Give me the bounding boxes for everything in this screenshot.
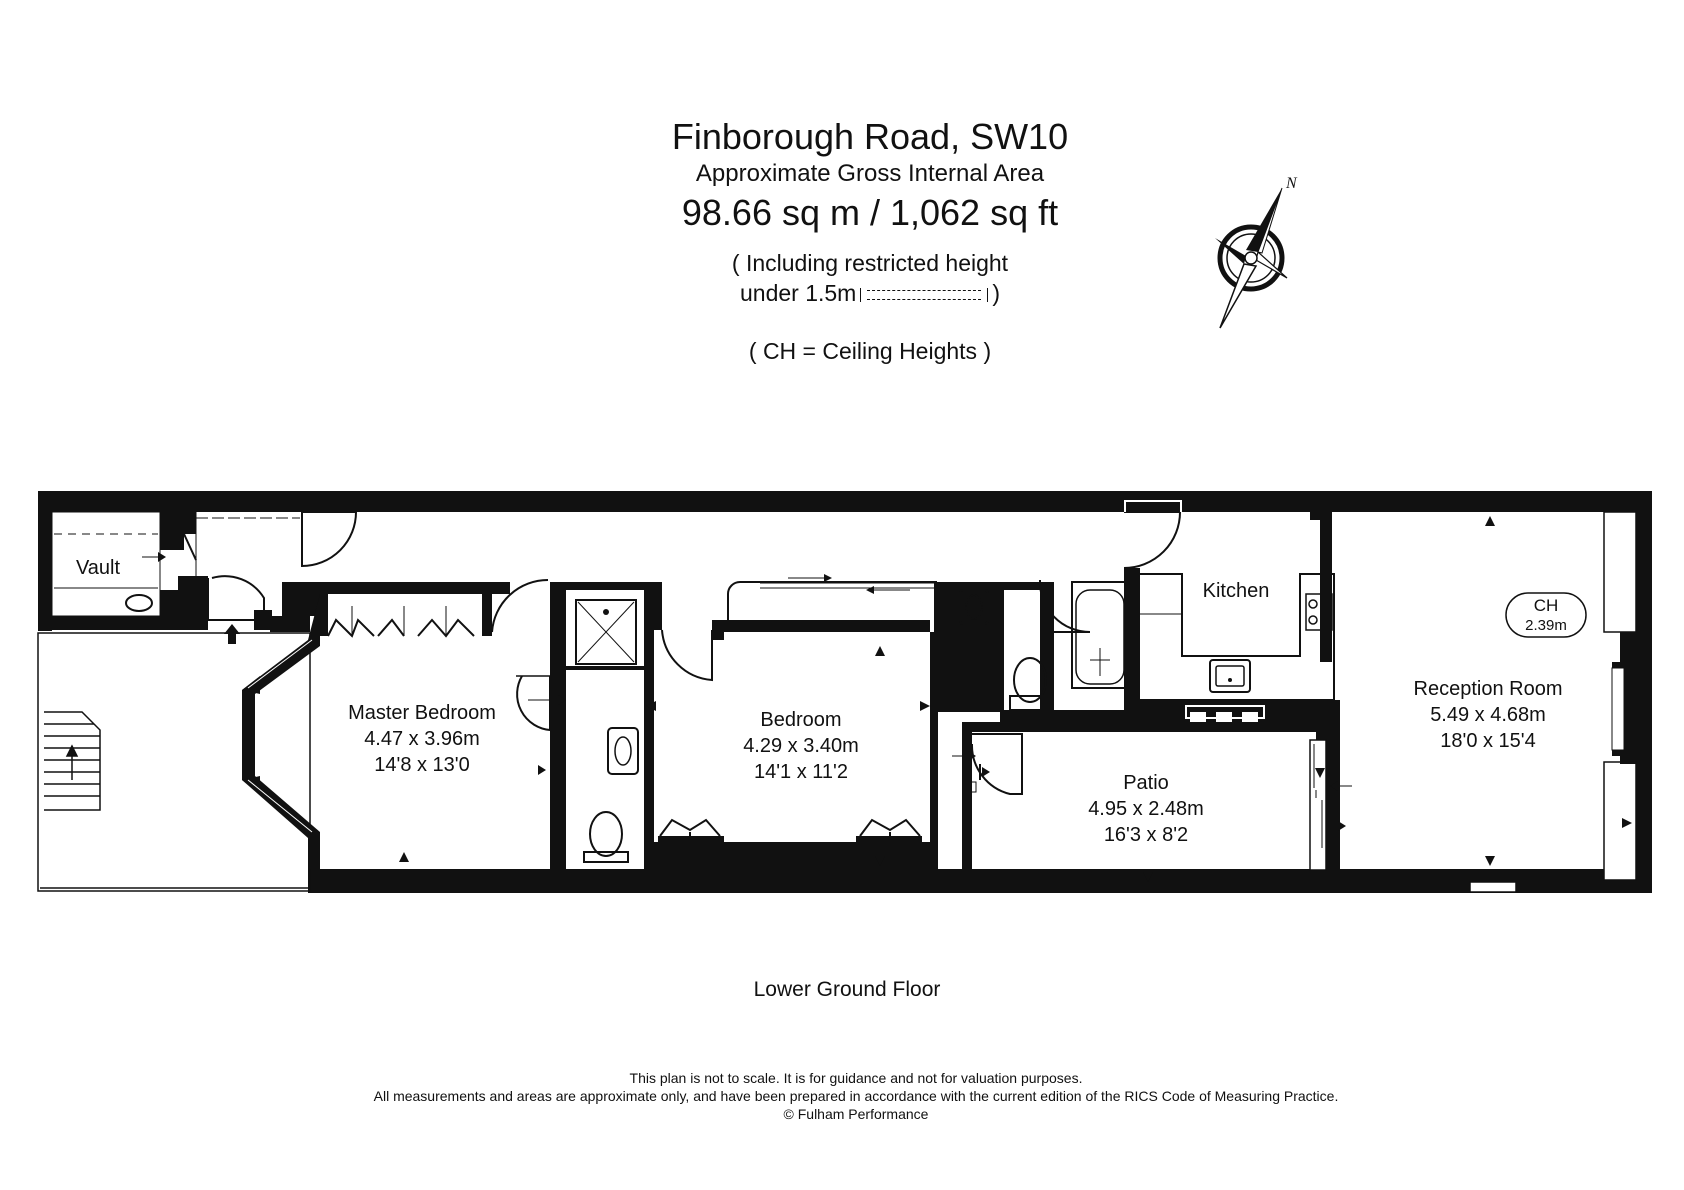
- room-name-kitchen: Kitchen: [1203, 580, 1270, 602]
- restricted-height-suffix: ): [992, 280, 1001, 306]
- room-dims-m-reception: 5.49 x 4.68m: [1430, 704, 1546, 726]
- copyright-line: © Fulham Performance: [783, 1106, 929, 1122]
- room-labels: Vault Master Bedroom 4.47 x 3.96m 14'8 x…: [76, 557, 1567, 846]
- room-dims-ft-bedroom: 14'1 x 11'2: [754, 761, 848, 783]
- room-dims-ft-reception: 18'0 x 15'4: [1440, 730, 1536, 752]
- disclaimer-line1: This plan is not to scale. It is for gui…: [629, 1070, 1083, 1086]
- floor-label: Lower Ground Floor: [753, 978, 941, 1001]
- patio: [952, 722, 1352, 893]
- ceiling-height-value: 2.39m: [1525, 617, 1567, 634]
- reception-room: [1469, 511, 1637, 893]
- bathroom: [959, 579, 1130, 722]
- room-name-master-bedroom: Master Bedroom: [348, 702, 496, 724]
- ceiling-height-note: ( CH = Ceiling Heights ): [748, 338, 992, 364]
- ceiling-height-label: CH: [1534, 596, 1559, 615]
- restricted-height-note-line2: under 1.5m): [0, 280, 1684, 307]
- restricted-height-key: [860, 287, 989, 302]
- room-dims-m-bedroom: 4.29 x 3.40m: [743, 735, 859, 757]
- plan-subtitle: Approximate Gross Internal Area: [695, 160, 1045, 187]
- room-name-reception: Reception Room: [1414, 678, 1563, 700]
- gross-area: 98.66 sq m / 1,062 sq ft: [681, 192, 1059, 233]
- entrance-hall: [178, 511, 492, 644]
- compass-north-label: N: [1285, 175, 1298, 192]
- master-bedroom: [242, 578, 566, 869]
- outer-walls: [38, 491, 1652, 893]
- plan-title: Finborough Road, SW10: [671, 116, 1069, 157]
- room-dims-m-master-bedroom: 4.47 x 3.96m: [364, 728, 480, 750]
- room-name-vault: Vault: [76, 557, 121, 579]
- room-dims-m-patio: 4.95 x 2.48m: [1088, 798, 1204, 820]
- room-name-patio: Patio: [1123, 772, 1169, 794]
- compass-icon: N: [1215, 175, 1298, 329]
- room-dims-ft-patio: 16'3 x 8'2: [1104, 824, 1188, 846]
- restricted-height-prefix: under 1.5m: [739, 280, 857, 306]
- room-name-bedroom: Bedroom: [760, 709, 841, 731]
- room-dims-ft-master-bedroom: 14'8 x 13'0: [374, 754, 470, 776]
- restricted-height-note: ( Including restricted height: [731, 250, 1009, 276]
- shower-room: [566, 582, 654, 869]
- kitchen: [1123, 500, 1340, 870]
- bedroom: [646, 574, 990, 869]
- disclaimer-line2: All measurements and areas are approxima…: [373, 1088, 1339, 1104]
- staircase: [37, 632, 311, 892]
